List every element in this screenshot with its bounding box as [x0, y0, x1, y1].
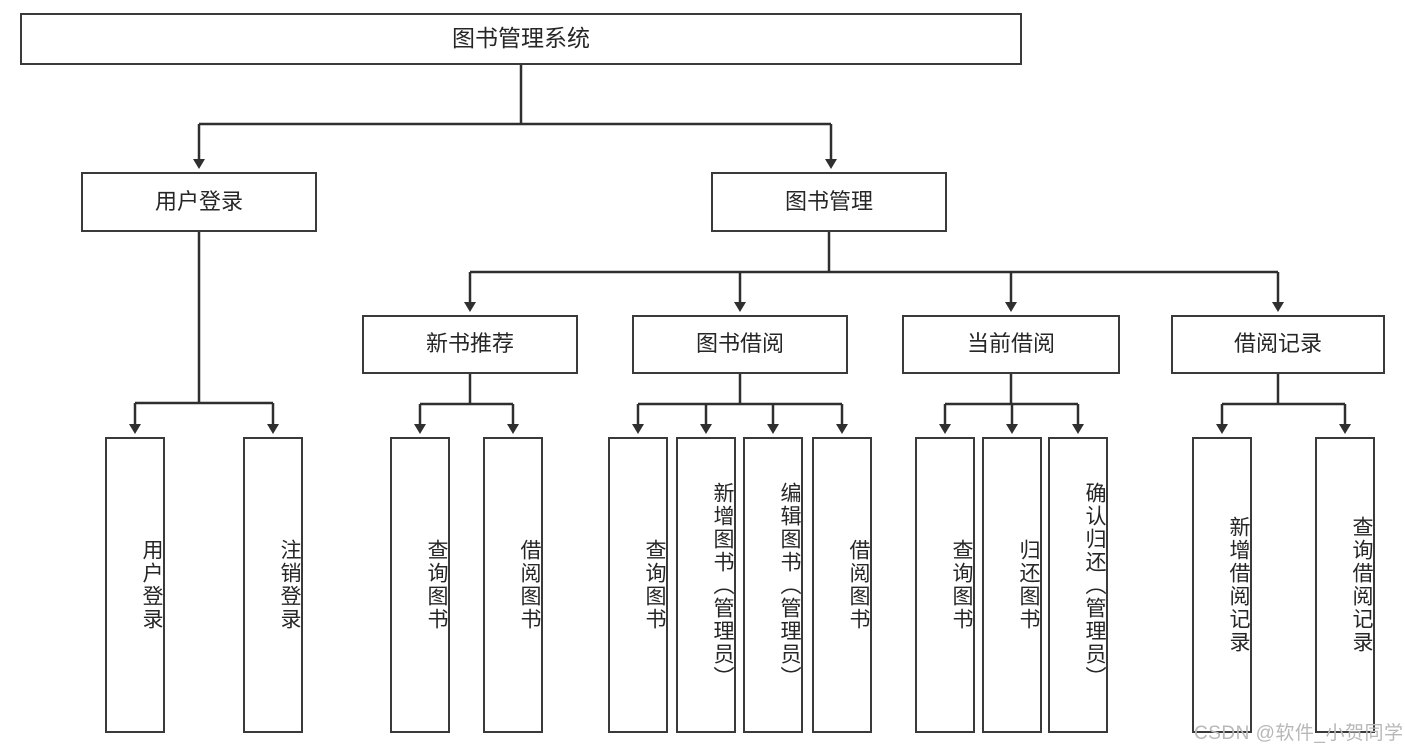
leaf-confirm-return-admin-label: 确认归还（管理员）	[1083, 481, 1106, 689]
leaf-logout-label: 注销登录	[278, 539, 301, 631]
leaf-query-books-borrowing-label: 查询图书	[643, 539, 666, 631]
leaf-query-books-borrowing[interactable]: 查询图书	[608, 437, 668, 733]
leaf-edit-book-admin[interactable]: 编辑图书（管理员）	[743, 437, 803, 733]
leaf-edit-book-admin-label: 编辑图书（管理员）	[778, 481, 801, 689]
leaf-add-borrow-record[interactable]: 新增借阅记录	[1192, 437, 1252, 733]
node-current-borrowing-label: 当前借阅	[966, 331, 1055, 357]
node-borrow-records-label: 借阅记录	[1233, 331, 1322, 357]
leaf-borrow-books-label: 借阅图书	[847, 539, 870, 631]
watermark: CSDN @软件_小贺同学	[1194, 723, 1404, 744]
leaf-return-books-label: 归还图书	[1017, 539, 1040, 631]
node-current-borrowing[interactable]: 当前借阅	[902, 315, 1120, 374]
node-borrow-records[interactable]: 借阅记录	[1171, 315, 1385, 374]
leaf-add-borrow-record-label: 新增借阅记录	[1227, 516, 1250, 654]
leaf-confirm-return-admin[interactable]: 确认归还（管理员）	[1048, 437, 1108, 733]
node-root[interactable]: 图书管理系统	[20, 13, 1022, 65]
leaf-borrow-books-recommendation-label: 借阅图书	[518, 539, 541, 631]
leaf-query-books-recommendation-label: 查询图书	[425, 539, 448, 631]
leaf-query-borrow-record[interactable]: 查询借阅记录	[1315, 437, 1375, 733]
node-book-borrowing-label: 图书借阅	[695, 331, 784, 357]
leaf-add-book-admin[interactable]: 新增图书（管理员）	[676, 437, 736, 733]
leaf-query-borrow-record-label: 查询借阅记录	[1350, 516, 1373, 654]
node-book-management-label: 图书管理	[784, 188, 873, 214]
node-new-book-recommendation[interactable]: 新书推荐	[362, 315, 578, 374]
leaf-user-login-label: 用户登录	[140, 539, 163, 631]
node-user-login[interactable]: 用户登录	[81, 172, 317, 232]
leaf-borrow-books-recommendation[interactable]: 借阅图书	[483, 437, 543, 733]
leaf-borrow-books[interactable]: 借阅图书	[812, 437, 872, 733]
leaf-query-books-current[interactable]: 查询图书	[915, 437, 975, 733]
leaf-query-books-recommendation[interactable]: 查询图书	[390, 437, 450, 733]
node-new-book-recommendation-label: 新书推荐	[425, 331, 514, 357]
node-user-login-label: 用户登录	[154, 188, 243, 214]
node-root-label: 图书管理系统	[452, 25, 590, 52]
leaf-logout[interactable]: 注销登录	[243, 437, 303, 733]
leaf-return-books[interactable]: 归还图书	[982, 437, 1042, 733]
node-book-management[interactable]: 图书管理	[711, 172, 947, 232]
leaf-add-book-admin-label: 新增图书（管理员）	[711, 481, 734, 689]
node-book-borrowing[interactable]: 图书借阅	[632, 315, 848, 374]
leaf-user-login[interactable]: 用户登录	[105, 437, 165, 733]
leaf-query-books-current-label: 查询图书	[950, 539, 973, 631]
